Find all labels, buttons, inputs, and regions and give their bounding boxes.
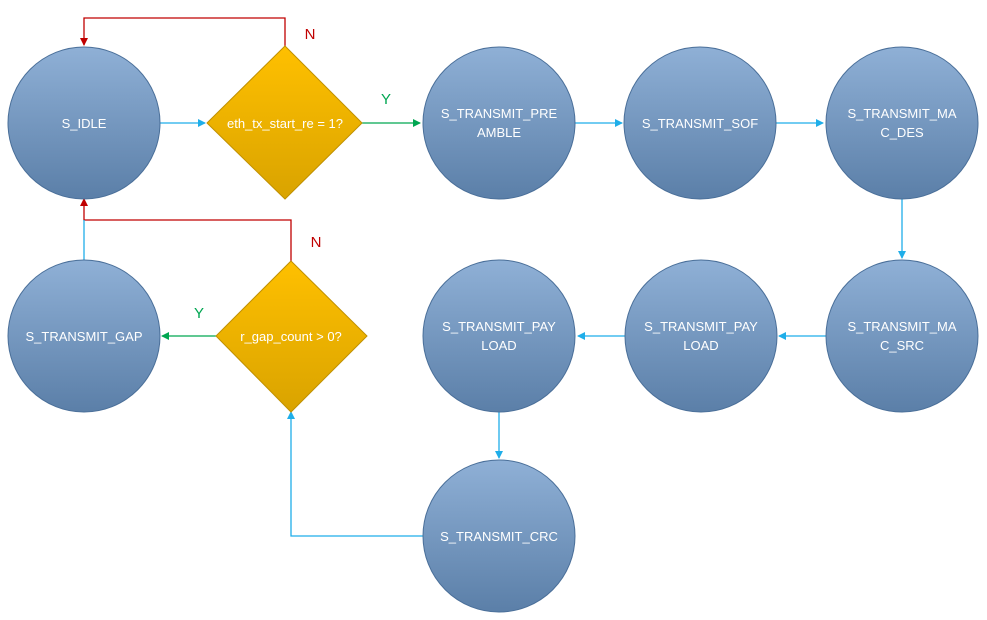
state-transmit-sof-label: S_TRANSMIT_SOF [642,116,758,131]
state-transmit-mac-des-label-line-2: C_DES [880,125,924,140]
state-transmit-payload-a-shape [422,259,576,413]
state-transmit-payload-b-label: S_TRANSMIT_PAY LOAD [644,319,758,353]
state-transmit-mac-src-label-line-1: S_TRANSMIT_MA [847,319,956,334]
decision-start-check: eth_tx_start_re = 1? [206,45,363,200]
edge-crc-to-gap-check [287,411,423,537]
state-transmit-gap-label-line-1: S_TRANSMIT_GAP [25,329,142,344]
state-transmit-mac-src-shape [825,259,979,413]
state-transmit-preamble-label: S_TRANSMIT_PRE AMBLE [441,106,558,140]
branch-label-start-no: N [305,26,316,43]
state-transmit-preamble: S_TRANSMIT_PRE AMBLE [422,46,576,200]
state-transmit-mac-src-label-line-2: C_SRC [880,338,924,353]
state-transmit-mac-des-label: S_TRANSMIT_MA C_DES [847,106,956,140]
state-transmit-payload-a: S_TRANSMIT_PAY LOAD [422,259,576,413]
edge-gap-no-to-idle [80,198,292,261]
state-idle-shape [7,46,161,200]
state-transmit-crc: S_TRANSMIT_CRC [422,459,576,613]
state-idle-label: S_IDLE [62,116,107,131]
state-transmit-mac-des-label-line-1: S_TRANSMIT_MA [847,106,956,121]
state-transmit-crc-shape [422,459,576,613]
state-transmit-mac-src-label: S_TRANSMIT_MA C_SRC [847,319,956,353]
state-idle-label-line-1: S_IDLE [62,116,107,131]
branch-label-gap-no: N [311,234,322,251]
state-transmit-payload-a-label-line-2: LOAD [481,338,516,353]
state-transmit-crc-label: S_TRANSMIT_CRC [440,529,558,544]
state-transmit-preamble-label-line-1: S_TRANSMIT_PRE [441,106,558,121]
decision-gap-check: r_gap_count > 0? [215,260,368,413]
state-transmit-gap: S_TRANSMIT_GAP [7,259,161,413]
branch-label-start-yes: Y [381,91,391,108]
connectors [80,17,906,537]
state-transmit-crc-label-line-1: S_TRANSMIT_CRC [440,529,558,544]
state-transmit-sof-label-line-1: S_TRANSMIT_SOF [642,116,758,131]
branch-label-gap-yes: Y [194,305,204,322]
decision-start-check-label: eth_tx_start_re = 1? [227,116,343,131]
state-transmit-mac-des: S_TRANSMIT_MA C_DES [825,46,979,200]
decision-gap-check-shape [215,260,368,413]
state-transmit-payload-b-label-line-2: LOAD [683,338,718,353]
state-transmit-payload-b: S_TRANSMIT_PAY LOAD [624,259,778,413]
state-transmit-mac-src: S_TRANSMIT_MA C_SRC [825,259,979,413]
decision-start-check-shape [206,45,363,200]
state-transmit-mac-des-shape [825,46,979,200]
state-transmit-payload-b-label-line-1: S_TRANSMIT_PAY [644,319,758,334]
state-transmit-preamble-label-line-2: AMBLE [477,125,521,140]
state-transmit-gap-label: S_TRANSMIT_GAP [25,329,142,344]
state-idle: S_IDLE [7,46,161,200]
decision-gap-check-label: r_gap_count > 0? [240,329,342,344]
state-transmit-gap-shape [7,259,161,413]
state-transmit-preamble-shape [422,46,576,200]
state-transmit-sof-shape [623,46,777,200]
edge-start-no-to-idle [80,17,286,46]
state-transmit-payload-a-label-line-1: S_TRANSMIT_PAY [442,319,556,334]
state-transmit-payload-b-shape [624,259,778,413]
state-transmit-sof: S_TRANSMIT_SOF [623,46,777,200]
state-transmit-payload-a-label: S_TRANSMIT_PAY LOAD [442,319,556,353]
